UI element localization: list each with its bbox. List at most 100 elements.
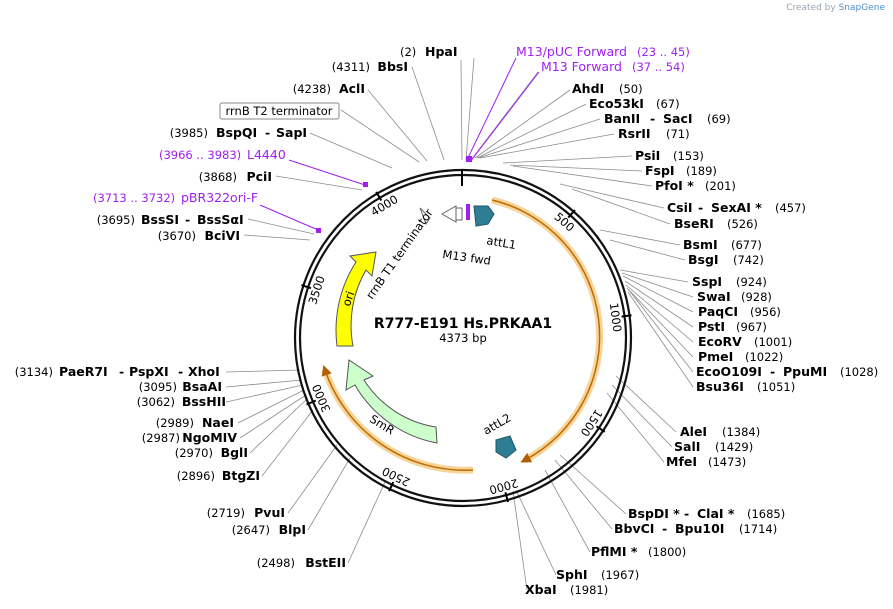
site-name: Bsu36I [696, 379, 744, 394]
attl2-label: attL2 [481, 411, 514, 438]
site-pos: (50) [619, 82, 643, 96]
site-name2: SapI [276, 125, 307, 140]
site-pos: (67) [656, 97, 680, 111]
site-name: XbaI [525, 582, 557, 597]
tick-mark [504, 492, 509, 503]
site-name: SspI [692, 274, 722, 289]
primer-mark-pbr322 [316, 228, 321, 233]
site-pos: (1028) [840, 365, 878, 379]
site-name: BtgZI [222, 468, 260, 483]
site-name: PmeI [698, 349, 733, 364]
site-sep: - [684, 506, 689, 521]
site-name: PsiI [635, 148, 660, 163]
site-name: BbsI [377, 59, 408, 74]
site-name: PvuI [254, 505, 285, 520]
site-name: BanII [604, 111, 640, 126]
site-pos: (71) [666, 127, 690, 141]
site-sep: - [770, 364, 775, 379]
site-name: NaeI [202, 415, 234, 430]
rrnb-t2-label: rrnB T2 terminator [226, 104, 333, 118]
attl1-label: attL1 [485, 233, 517, 252]
site-name: PciI [246, 169, 272, 184]
site-pos: (3134) [15, 365, 53, 379]
site-pos: (2647) [232, 523, 270, 537]
site-pos: (2719) [207, 506, 245, 520]
site-pos: (2896) [177, 469, 215, 483]
site-sep: - [185, 212, 190, 227]
site-pos: (457) [775, 201, 806, 215]
site-pos: (3062) [137, 395, 175, 409]
site-sep: - [119, 364, 124, 379]
primer-pos: (3966 .. 3983) [159, 148, 241, 162]
primer-mark-l4440 [363, 182, 368, 187]
site-name2: ClaI * [697, 506, 735, 521]
snapgene-logo: SnapGene [838, 3, 885, 13]
site-pos: (742) [733, 253, 764, 267]
site-name: PstI [698, 319, 725, 334]
primer-pos: (3713 .. 3732) [93, 191, 175, 205]
orf-arc-1 [491, 199, 601, 463]
primer-name: M13 Forward [541, 59, 622, 74]
primer-name: L4440 [247, 147, 286, 162]
site-pos: (3695) [97, 213, 135, 227]
site-name: BssHII [182, 394, 226, 409]
site-name2: Bpu10I [675, 521, 724, 536]
site-name: MfeI [666, 454, 697, 469]
site-pos: (2987) [142, 431, 180, 445]
site-name: PaqCI [698, 304, 738, 319]
site-pos: (677) [731, 238, 762, 252]
attl1-feature [473, 205, 495, 227]
site-sep: - [698, 200, 703, 215]
site-name: PfoI * [655, 178, 694, 193]
site-pos: (1001) [754, 335, 792, 349]
site-pos: (1429) [715, 440, 753, 454]
site-pos: (4238) [293, 82, 331, 96]
tick-mark [375, 191, 383, 201]
site-name: BsmI [683, 237, 718, 252]
site-name: SwaI [697, 289, 731, 304]
site-pos: (967) [736, 320, 767, 334]
site-pos: (956) [750, 305, 781, 319]
site-pos: (3095) [139, 380, 177, 394]
site-name: SphI [556, 567, 588, 582]
site-sep: - [650, 111, 655, 126]
site-name: NgoMIV [182, 430, 237, 445]
m13fwd-feature [466, 204, 470, 220]
site-sep: - [662, 521, 667, 536]
site-pos: (2498) [257, 556, 295, 570]
tick-label: 1000 [607, 302, 625, 333]
site-name2: PspXI [129, 364, 169, 379]
site-name2: PpuMI [783, 364, 827, 379]
site-pos: (4311) [332, 60, 370, 74]
site-name: BlpI [279, 522, 306, 537]
primer-labels: M13/pUC Forward (23 .. 45) M13 Forward (… [93, 44, 690, 205]
site-pos: (3868) [199, 170, 237, 184]
site-pos: (189) [686, 164, 717, 178]
terminator-t1-arrow [440, 205, 457, 223]
site-pos: (1967) [601, 568, 639, 582]
attl2-feature [495, 435, 517, 459]
site-pos: (201) [705, 179, 736, 193]
site-name2: SexAI * [711, 200, 762, 215]
primer-pos: (23 .. 45) [637, 45, 690, 59]
site-pos: (924) [736, 275, 767, 289]
site-name: BstEII [305, 555, 346, 570]
site-name: PflMI * [591, 544, 638, 559]
site-pos: (1685) [747, 507, 785, 521]
site-name: RsrII [618, 126, 651, 141]
orf-arc-2 [321, 365, 474, 471]
primer-mark-m13 [466, 156, 472, 162]
tick-label: 2000 [488, 476, 520, 497]
terminator-t2-arrow [419, 207, 431, 226]
site-pos: (2) [400, 45, 416, 59]
tick-mark [621, 314, 632, 318]
site-name: BseRI [674, 216, 714, 231]
site-name: PaeR7I [59, 364, 108, 379]
rrnb-t2-box [219, 102, 340, 120]
site-name: EcoO109I [696, 364, 762, 379]
enzyme-labels-left: BbsI (4311) AclI (4238) BspQI - SapI (39… [15, 59, 408, 570]
site-pos: (928) [741, 290, 772, 304]
site-name: AhdI [572, 81, 604, 96]
primer-name: M13/pUC Forward [516, 44, 627, 59]
site-name: CsiI [667, 200, 693, 215]
